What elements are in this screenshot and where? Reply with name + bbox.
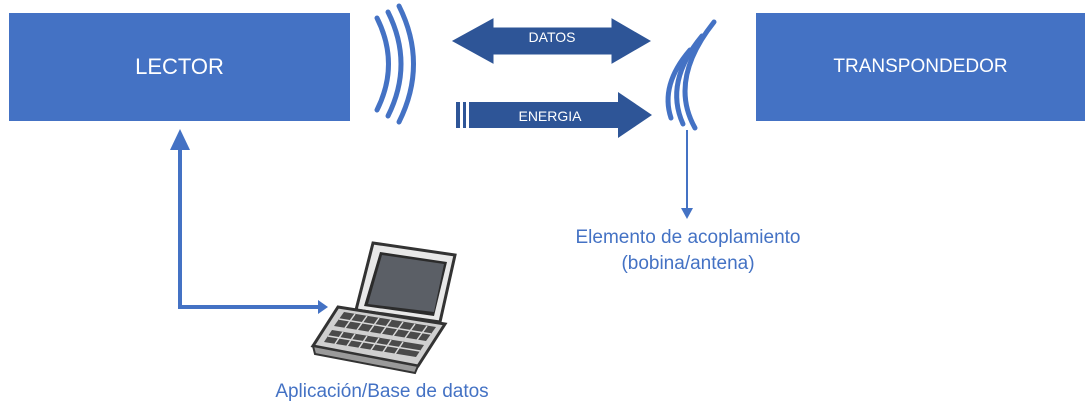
- coupling-caption-line-1: Elemento de acoplamiento: [575, 227, 801, 248]
- transponder-label: TRANSPONDEDOR: [833, 56, 1008, 77]
- transponder-waves-icon: [665, 19, 717, 131]
- coupling-pointer-head: [681, 208, 693, 219]
- energy-arrow: [456, 92, 652, 138]
- app-connector-tail-arrowhead: [318, 300, 328, 314]
- transponder-block: TRANSPONDEDOR: [756, 13, 1085, 121]
- data-arrow-label: DATOS: [528, 29, 576, 45]
- reader-label: LECTOR: [135, 54, 224, 79]
- app-connector-arrowhead: [170, 129, 190, 150]
- reader-waves-icon: [374, 3, 416, 125]
- energy-arrow-label: ENERGIA: [518, 108, 582, 124]
- laptop-icon: [310, 241, 457, 375]
- coupling-element-caption: Elemento de acoplamiento (bobina/antena): [528, 225, 848, 277]
- app-connector-line: [178, 148, 320, 309]
- data-double-arrow: [451, 18, 651, 64]
- coupling-caption-line-2: (bobina/antena): [621, 253, 755, 274]
- application-caption: Aplicación/Base de datos: [275, 381, 489, 402]
- reader-block: LECTOR: [9, 13, 350, 121]
